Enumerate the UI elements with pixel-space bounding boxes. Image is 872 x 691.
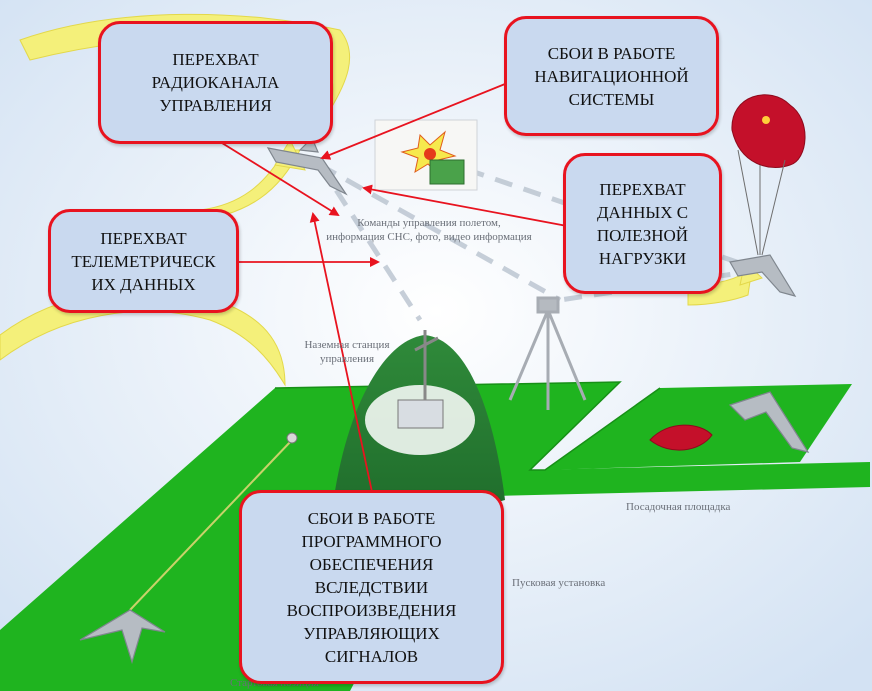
callout-radio-channel-interception: ПЕРЕХВАТ РАДИОКАНАЛА УПРАВЛЕНИЯ	[98, 21, 333, 144]
callout-arrows	[221, 81, 568, 493]
label-flight-commands: Команды управления полетом, информация С…	[326, 217, 532, 243]
callout-software-failure: СБОИ В РАБОТЕ ПРОГРАММНОГО ОБЕСПЕЧЕНИЯ В…	[239, 490, 504, 684]
parachute-landed	[649, 424, 713, 451]
label-ground-station: Наземная станция управления	[304, 339, 390, 365]
drone-payload	[729, 254, 797, 297]
label-launcher: Пусковая установка	[512, 577, 606, 589]
drone-start	[79, 609, 166, 665]
ground-platform	[0, 382, 870, 691]
launch-rail	[129, 439, 293, 611]
jamming-inset	[374, 119, 478, 191]
callout-telemetry-interception: ПЕРЕХВАТ ТЕЛЕМЕТРИЧЕСК ИХ ДАННЫХ	[48, 209, 239, 313]
drone-landed	[728, 391, 810, 453]
label-landing-site: Посадочная площадка	[626, 501, 731, 513]
callout-payload-interception: ПЕРЕХВАТ ДАННЫХ С ПОЛЕЗНОЙ НАГРУЗКИ	[563, 153, 722, 294]
parachute	[731, 94, 806, 256]
tripod-antenna	[508, 296, 587, 410]
callout-navigation-failure: СБОИ В РАБОТЕ НАВИГАЦИОННОЙ СИСТЕМЫ	[504, 16, 719, 136]
